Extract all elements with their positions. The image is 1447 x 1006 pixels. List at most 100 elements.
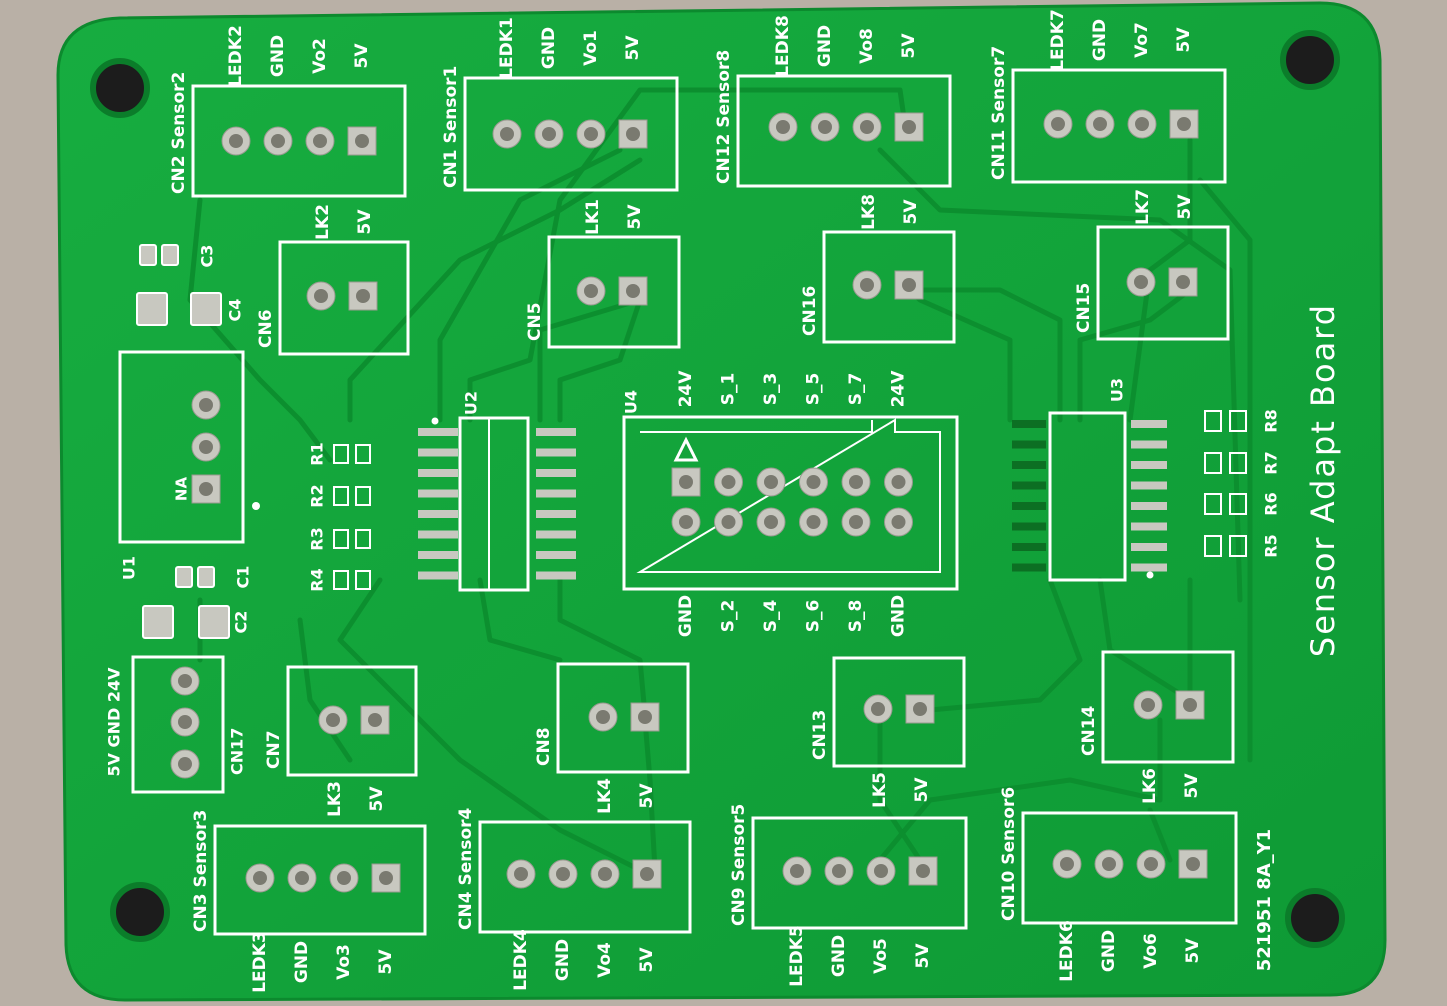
pad-hole [1177,117,1191,131]
sensor-header-outline [1021,811,1238,925]
sensor-pin-label: LEDK3 [250,931,270,993]
pin1-triangle [673,436,699,462]
pad-hole [1102,857,1116,871]
connector-signal-label: S_8 [846,600,866,633]
link-header-label: CN7 [264,730,284,769]
ic-pin [1131,420,1167,428]
pad-hole [679,515,693,529]
resistor-pad [1204,410,1222,432]
sensor-pin-label: Vo4 [595,942,615,978]
resistor-pad [1204,535,1222,557]
pad-hole [314,289,328,303]
sensor-header-label: CN1 Sensor1 [441,66,461,188]
mounting-hole-tl [90,58,150,118]
link-pin-label: LK5 [870,772,890,808]
power-connector-outline [131,655,225,794]
pad-hole [356,289,370,303]
sensor-pin-label: LEDK2 [226,25,246,87]
link-pin-label: 5V [1175,194,1195,220]
sensor-pin-label: 5V [376,949,396,975]
pad-hole [776,120,790,134]
pad-hole [313,134,327,148]
copper-traces [187,87,1253,878]
pad-hole [326,713,340,727]
sensor-pin-label: GND [268,35,288,77]
pad-hole [337,871,351,885]
sensor-pin-label: GND [815,25,835,67]
sensor-pin-label: 5V [1183,938,1203,964]
ic-pin [536,469,576,477]
ic-pin [536,510,576,518]
link-header-outline [547,235,681,349]
sensor-header-label: CN11 Sensor7 [989,46,1009,180]
pad-hole [584,127,598,141]
resistor-pad [355,444,371,464]
pad-hole [790,864,804,878]
pad-hole [253,871,267,885]
ic-pin [1012,563,1046,572]
ic-pin [1012,522,1046,531]
pad-hole [1134,275,1148,289]
sensor-header-outline [751,816,968,930]
ic-pin [418,448,458,457]
capacitor-label: C3 [198,245,217,268]
link-pin-label: 5V [367,786,387,812]
resistor-pad [1204,452,1222,474]
sensor-header-outline [1011,68,1227,184]
regulator-label: U1 [120,556,139,580]
ic-pin [1012,440,1046,449]
sensor-header-outline [213,824,427,936]
ic-pin [418,551,458,559]
sensor-pin-label: 5V [899,33,919,59]
pad-hole [806,515,821,529]
connector-signal-label: S_7 [846,373,866,406]
connector-signal-label: GND [889,595,909,637]
pad-hole [514,867,528,881]
connector-signal-label: S_3 [761,373,781,406]
pad-hole [874,864,888,878]
connector-signal-label: S_5 [804,373,824,406]
resistor-pad [1229,452,1247,474]
resistor-pad [333,444,349,464]
ic-pin [418,510,458,518]
power-connector-pin-labels: 5V GND 24V [105,667,124,777]
resistor-pad [1229,535,1247,557]
resistor-label: R2 [308,484,327,507]
mounting-hole-br [1285,888,1345,948]
pad-hole [199,398,213,412]
link-header-outline [286,665,418,777]
capacitor-pad [175,566,193,588]
pad-hole [764,515,778,529]
pad-hole [764,475,778,489]
link-header-outline [1096,225,1230,341]
capacitor-pad [136,292,168,326]
pad-hole [640,867,654,881]
link-pin-label: LK3 [325,781,345,817]
sensor-pin-label: Vo8 [857,28,877,64]
link-pin-label: LK2 [313,204,333,240]
ic-u2-outline [458,416,530,592]
resistor-pad [333,529,349,549]
connector-signal-label: S_1 [719,373,739,406]
sensor-header-outline [191,84,407,198]
link-header-outline [832,656,966,768]
link-header-label: CN13 [810,710,830,760]
connector-signal-label: 24V [676,370,696,408]
ic-pin [1131,481,1167,490]
pad-hole [1176,275,1190,289]
resistor-label: R1 [308,442,327,465]
link-pin-label: 5V [355,209,375,235]
ic-pin [1012,502,1046,510]
sensor-pin-label: Vo2 [310,38,330,74]
connector-signal-label: S_4 [761,600,781,633]
link-header-label: CN14 [1079,705,1099,756]
sensor-header-label: CN10 Sensor6 [999,787,1019,921]
sensor-pin-label: GND [829,935,849,977]
pad-hole [1186,857,1200,871]
sensor-pin-label: LEDK8 [773,15,793,77]
link-pin-label: 5V [912,777,932,803]
capacitor-pad [139,244,157,266]
link-header-label: CN16 [800,286,820,336]
resistor-label: R7 [1262,451,1281,474]
